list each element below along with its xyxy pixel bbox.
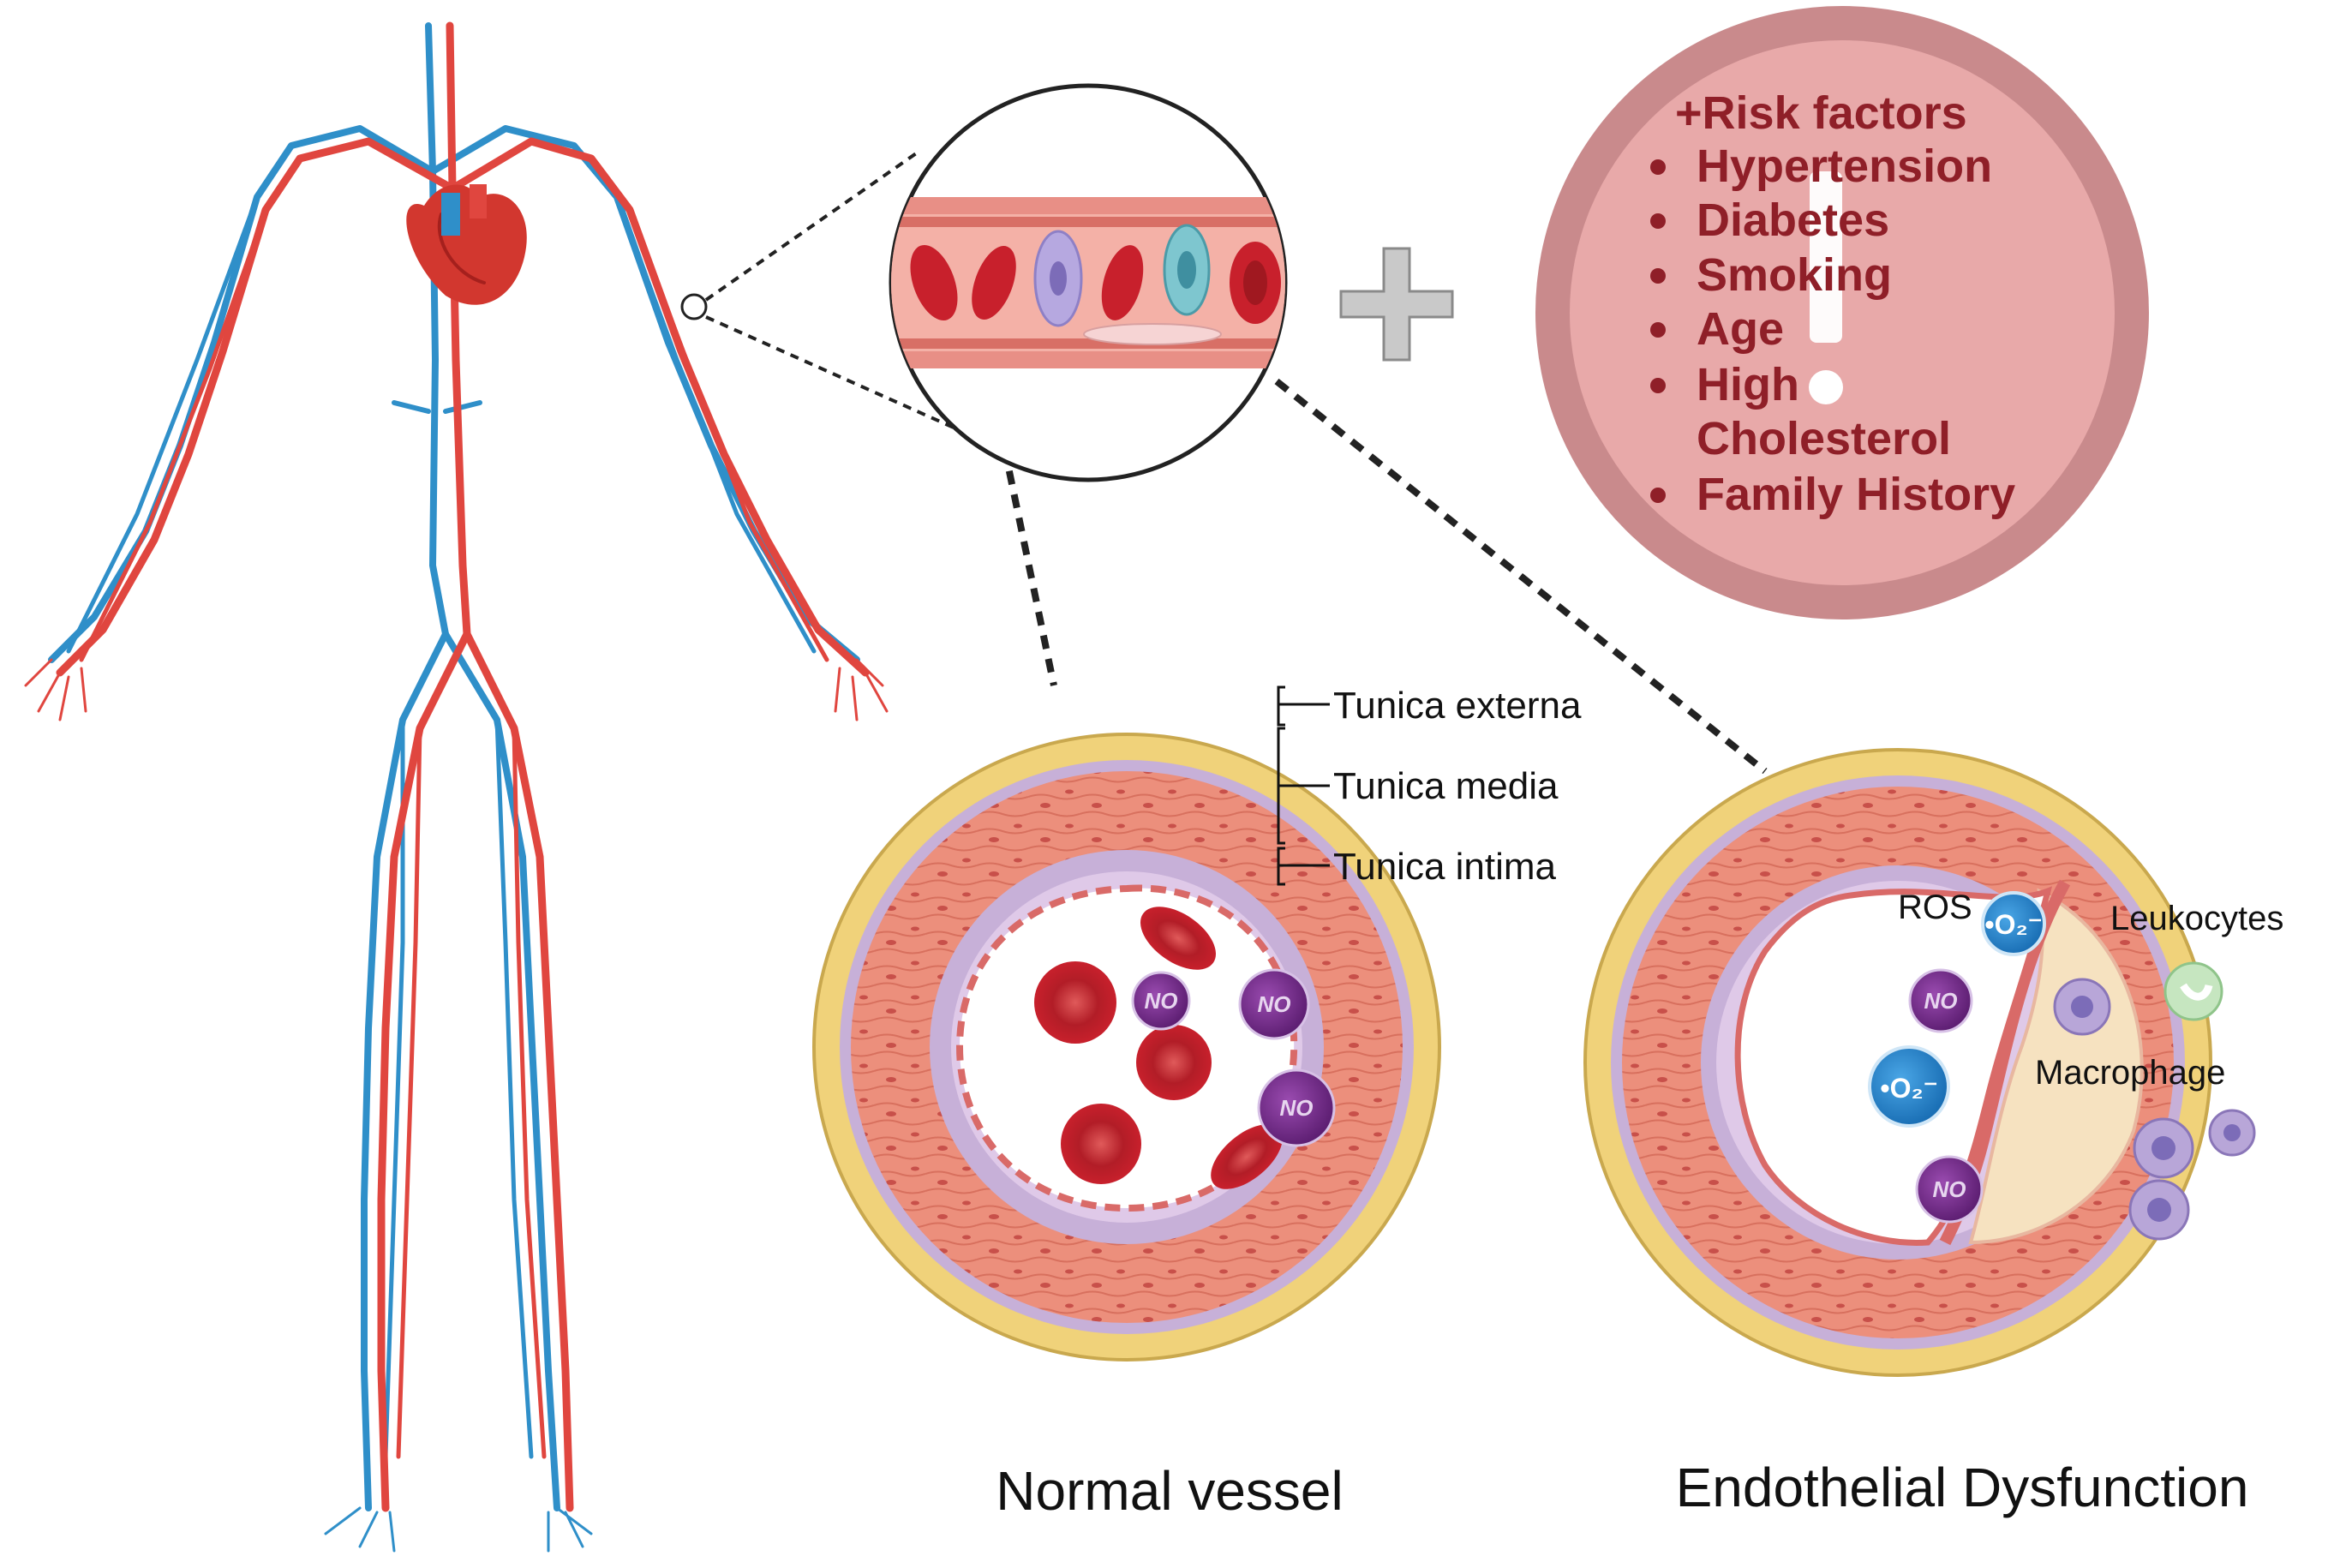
no-molecules: NO NO NO [1131,968,1336,1147]
risk-factors-panel: +Risk factors Hypertension Diabetes Smok… [1535,6,2149,619]
no-label: NO [1145,988,1178,1014]
blood-cells [910,224,1281,345]
exclamation-icon [1810,171,1842,343]
risk-item-high: High [1697,359,1799,410]
superoxide-label: •O₂⁻ [1880,1073,1937,1104]
risk-item-age: Age [1697,303,1784,355]
ros-molecules: •O₂⁻ •O₂⁻ [1868,891,2046,1128]
no-label: NO [1258,991,1291,1017]
normal-vessel: NO NO NO Tunica externa Tunica media Tun… [812,685,1582,1522]
label-macrophage: Macrophage [2035,1054,2225,1092]
arteries [56,21,870,1512]
risk-title: +Risk factors [1675,87,1967,139]
red-blood-cells [1034,907,1283,1189]
plus-icon [1339,247,1454,362]
caption-normal-vessel: Normal vessel [996,1460,1343,1522]
label-ros: ROS [1898,889,1972,926]
risk-item-cholesterol: Cholesterol [1697,413,1951,464]
risk-item-smoking: Smoking [1697,249,1892,301]
zoom-origin-marker [680,293,708,320]
leukocyte-icon [2163,961,2223,1021]
no-molecules-dysfunction: NO NO [1908,968,1984,1224]
dysfunction-vessel: •O₂⁻ •O₂⁻ NO NO ROS Leukocytes Macrophag… [1583,748,2283,1518]
circulatory-system-figure [24,21,889,1553]
superoxide-label: •O₂⁻ [1984,909,2042,940]
caption-endothelial-dysfunction: Endothelial Dysfunction [1676,1457,2249,1518]
heart-icon [406,184,527,305]
no-label: NO [1933,1176,1966,1202]
label-tunica-media: Tunica media [1333,765,1559,807]
label-leukocytes: Leukocytes [2110,900,2283,937]
risk-item-family-history: Family History [1697,469,2015,520]
label-tunica-externa: Tunica externa [1333,685,1582,727]
risk-item-diabetes: Diabetes [1697,195,1889,246]
risk-item-hypertension: Hypertension [1697,141,1992,192]
label-tunica-intima: Tunica intima [1333,846,1557,888]
extremity-branches [24,658,889,1553]
no-label: NO [1280,1095,1314,1121]
macrophages [2053,978,2256,1241]
no-label: NO [1924,988,1958,1014]
layer-brackets [1277,685,1330,886]
zoomed-vessel [889,83,1288,482]
veins [48,22,860,1511]
risk-list: Hypertension Diabetes Smoking Age High C… [1650,141,2015,520]
